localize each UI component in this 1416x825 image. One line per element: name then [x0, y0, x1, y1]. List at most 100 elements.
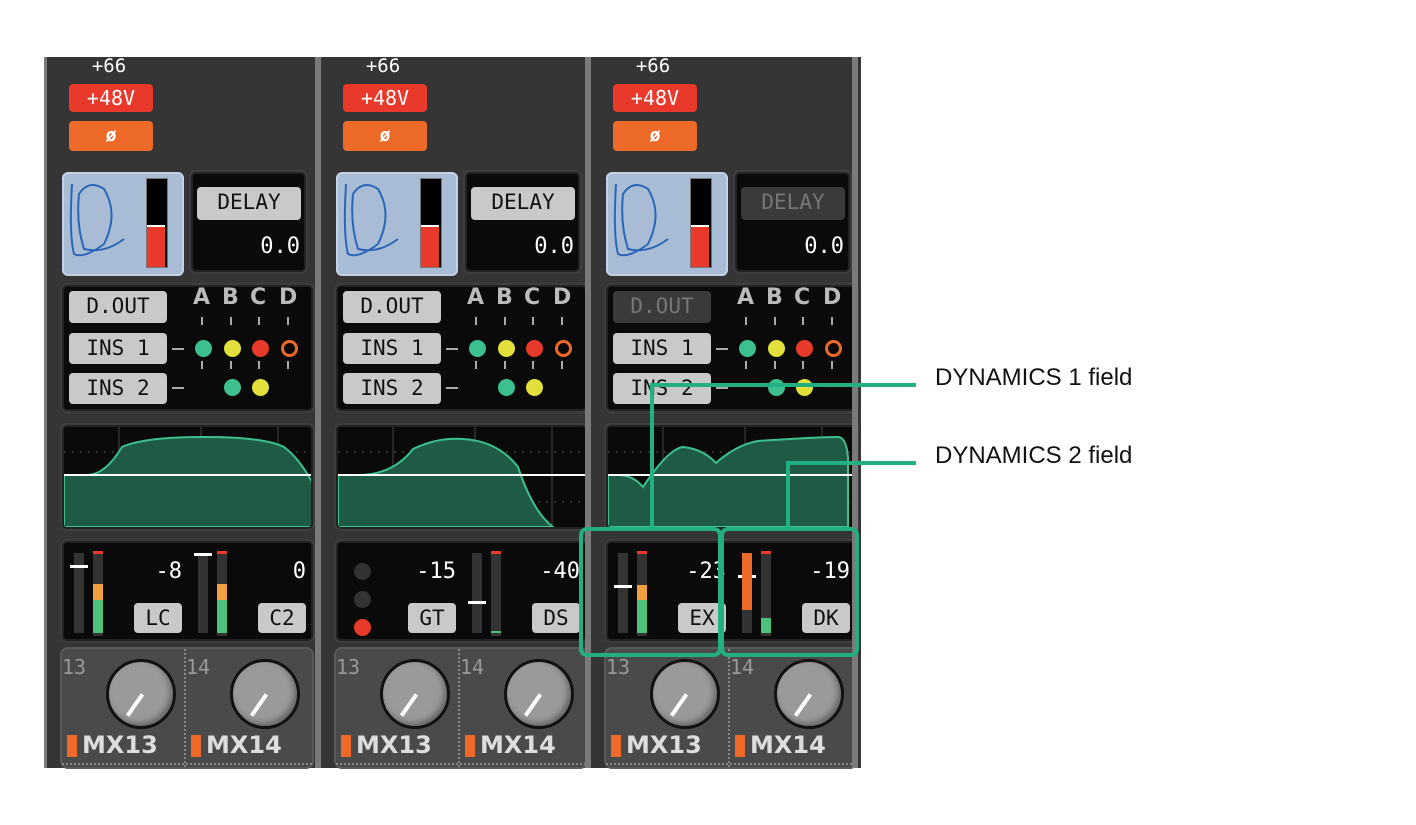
dynamics-threshold-value: -40 — [540, 559, 580, 584]
threshold-slider-handle[interactable] — [468, 601, 486, 604]
threshold-slider-track[interactable] — [74, 553, 84, 633]
gain-value[interactable]: +66 — [635, 55, 671, 77]
strip-separator — [852, 57, 858, 768]
direct-out-button[interactable]: D.OUT — [613, 291, 711, 323]
phantom-48v-button[interactable]: +48V — [69, 84, 153, 112]
send-level-knob[interactable] — [106, 659, 176, 729]
insert2-point-indicator[interactable] — [768, 379, 785, 396]
send-level-knob[interactable] — [650, 659, 720, 729]
phase-button[interactable]: ø — [613, 121, 697, 151]
insert1-point-indicator[interactable] — [195, 340, 212, 357]
insert1-button[interactable]: INS 1 — [613, 333, 711, 364]
gain-reduction-meter — [742, 553, 752, 611]
insert1-point-indicator[interactable] — [555, 340, 572, 357]
insert-point-label: D — [823, 285, 842, 310]
delay-box[interactable]: DELAY 0.0 — [191, 172, 306, 272]
eq-graph[interactable] — [62, 425, 313, 529]
eq-graph[interactable] — [606, 425, 857, 529]
send-level-knob[interactable] — [230, 659, 300, 729]
knob-pointer-icon — [399, 693, 419, 717]
eq-graph[interactable] — [336, 425, 587, 529]
phase-button[interactable]: ø — [343, 121, 427, 151]
dynamics-type-button[interactable]: GT — [408, 603, 456, 633]
dynamics-type-button[interactable]: LC — [134, 603, 182, 633]
insert2-point-indicator[interactable] — [224, 379, 241, 396]
channel-color-indicator — [735, 735, 745, 757]
insert2-button[interactable]: INS 2 — [613, 373, 711, 404]
insert2-button[interactable]: INS 2 — [343, 373, 441, 404]
insert-tick — [831, 317, 833, 325]
insert2-point-indicator[interactable] — [526, 379, 543, 396]
insert1-point-indicator[interactable] — [739, 340, 756, 357]
insert-tick — [802, 361, 804, 369]
channel-divider — [728, 649, 730, 767]
channel-name: MX13 — [626, 731, 702, 759]
insert1-point-indicator[interactable] — [768, 340, 785, 357]
level-meter-fill — [637, 600, 647, 633]
strip-separator — [585, 57, 591, 768]
gain-value[interactable]: +66 — [91, 55, 127, 77]
threshold-slider-handle[interactable] — [614, 585, 632, 588]
insert1-point-indicator[interactable] — [252, 340, 269, 357]
delay-button[interactable]: DELAY — [197, 187, 301, 220]
send-level-knob[interactable] — [380, 659, 450, 729]
send-level-knob[interactable] — [504, 659, 574, 729]
dynamics-type-button[interactable]: C2 — [258, 603, 306, 633]
threshold-slider-handle[interactable] — [194, 553, 212, 556]
bottom-dotted-line — [606, 763, 856, 765]
delay-button[interactable]: DELAY — [471, 187, 575, 220]
insert2-point-indicator[interactable] — [252, 379, 269, 396]
insert2-point-indicator[interactable] — [796, 379, 813, 396]
knob-pointer-icon — [669, 693, 689, 717]
level-meter-fill — [217, 583, 227, 601]
insert1-point-indicator[interactable] — [281, 340, 298, 357]
dynamics2-label: DYNAMICS 2 field — [935, 442, 1133, 469]
phantom-48v-button[interactable]: +48V — [343, 84, 427, 112]
dynamics2-leader — [786, 461, 916, 465]
send-level-knob[interactable] — [774, 659, 844, 729]
insert1-point-indicator[interactable] — [224, 340, 241, 357]
delay-value: 0.0 — [260, 234, 300, 259]
threshold-slider-track[interactable] — [618, 553, 628, 633]
insert1-point-indicator[interactable] — [825, 340, 842, 357]
insert1-point-indicator[interactable] — [796, 340, 813, 357]
insert1-point-indicator[interactable] — [498, 340, 515, 357]
strip-separator — [44, 57, 47, 768]
insert2-button[interactable]: INS 2 — [69, 373, 167, 404]
insert2-point-indicator[interactable] — [498, 379, 515, 396]
phase-button[interactable]: ø — [69, 121, 153, 151]
gate-state-indicator — [354, 563, 371, 580]
threshold-slider-track[interactable] — [472, 553, 482, 633]
dynamics1-leader — [650, 383, 916, 387]
dynamics-type-button[interactable]: DS — [532, 603, 580, 633]
threshold-slider-handle[interactable] — [70, 565, 88, 568]
gain-value[interactable]: +66 — [365, 55, 401, 77]
insert1-button[interactable]: INS 1 — [69, 333, 167, 364]
insert1-point-indicator[interactable] — [469, 340, 486, 357]
level-meter-fill — [637, 585, 647, 601]
dynamics-type-button[interactable]: DK — [802, 603, 850, 633]
channel-name: MX13 — [82, 731, 158, 759]
insert-point-label: D — [553, 285, 572, 310]
insert1-button[interactable]: INS 1 — [343, 333, 441, 364]
channel-number: 14 — [730, 655, 755, 679]
insert-point-label: B — [496, 285, 513, 310]
threshold-slider-track[interactable] — [198, 553, 208, 633]
phantom-48v-button[interactable]: +48V — [613, 84, 697, 112]
fader-level-fill — [421, 225, 439, 267]
insert1-point-indicator[interactable] — [526, 340, 543, 357]
dynamics1-leader — [650, 383, 654, 529]
direct-out-button[interactable]: D.OUT — [69, 291, 167, 323]
direct-out-button[interactable]: D.OUT — [343, 291, 441, 323]
channel-number: 13 — [336, 655, 361, 679]
delay-button[interactable]: DELAY — [741, 187, 845, 220]
